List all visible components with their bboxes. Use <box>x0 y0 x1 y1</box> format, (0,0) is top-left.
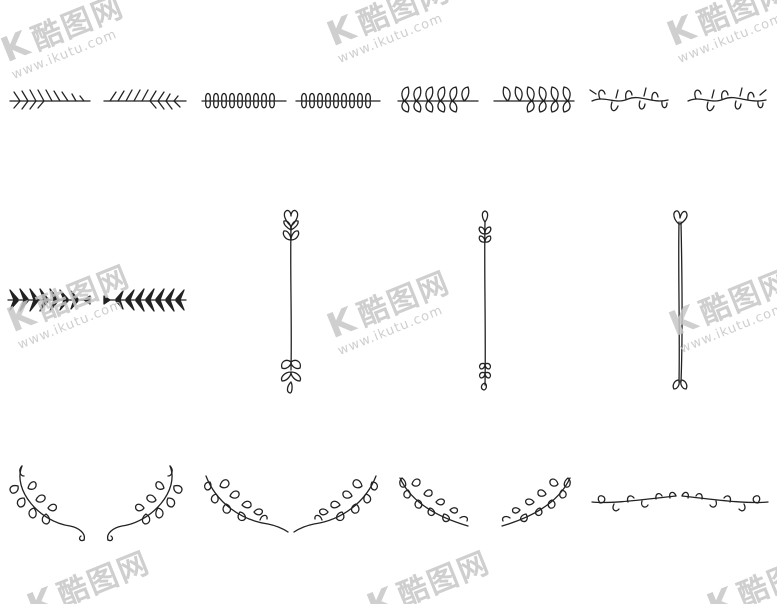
divider-filled-fern-right <box>103 288 187 312</box>
laurel-wreath-3-right <box>501 477 571 527</box>
vertical-arrow-divider-1 <box>280 209 302 394</box>
divider-loop-chain-left <box>201 92 287 109</box>
divider-leaf-branch-left <box>397 86 479 113</box>
vertical-arrow-divider-3 <box>672 210 688 390</box>
divider-thin-vine-left <box>591 491 677 512</box>
laurel-wreath-1-right <box>106 465 183 542</box>
laurel-wreath-1-left <box>9 465 86 542</box>
divider-fern-right <box>103 89 187 110</box>
divider-curly-vine-right <box>687 87 767 112</box>
laurel-wreath-2-left <box>203 475 289 533</box>
vertical-arrow-divider-2 <box>478 210 492 391</box>
divider-leaf-branch-right <box>493 86 575 113</box>
laurel-wreath-2-right <box>293 475 379 533</box>
divider-loop-chain-right <box>295 92 381 109</box>
divider-curly-vine-left <box>589 87 669 112</box>
divider-thin-vine-right <box>681 491 769 512</box>
divider-fern-left <box>9 89 91 110</box>
laurel-wreath-3-left <box>399 477 469 527</box>
divider-filled-fern-left <box>7 288 91 312</box>
